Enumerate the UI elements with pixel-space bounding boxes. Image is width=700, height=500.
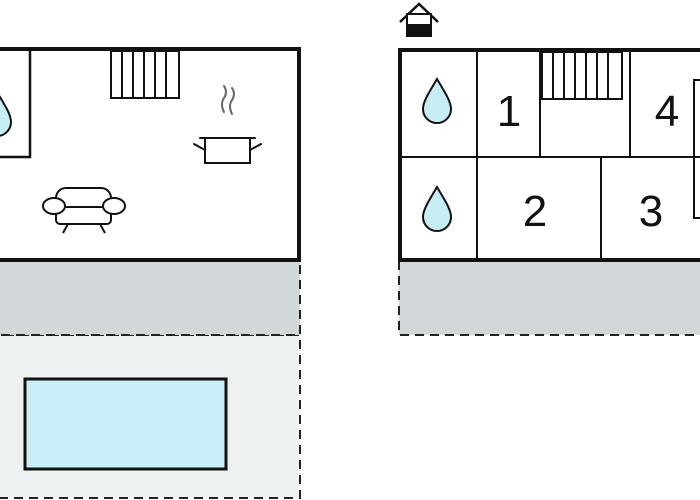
- stairs-icon: [541, 51, 623, 100]
- bedroom-1-label: 1: [497, 87, 521, 136]
- cooking-pot-icon: [193, 85, 262, 164]
- ground-bathroom: [0, 49, 32, 159]
- pool: [23, 377, 228, 471]
- sofa-icon: [42, 187, 126, 234]
- ground-floor-plan: [0, 47, 301, 499]
- upper-floor-plan: 1 2 3 4: [398, 2, 700, 336]
- terrace-area: [0, 259, 301, 336]
- upper-interior-walls: [400, 50, 700, 260]
- bedroom-3-label: 3: [639, 187, 663, 236]
- bedroom-2-label: 2: [523, 187, 547, 236]
- balcony-area: [398, 259, 700, 336]
- bedroom-4-label: 4: [655, 87, 679, 136]
- stairs-icon: [110, 50, 180, 99]
- house-level-icon: [399, 2, 439, 37]
